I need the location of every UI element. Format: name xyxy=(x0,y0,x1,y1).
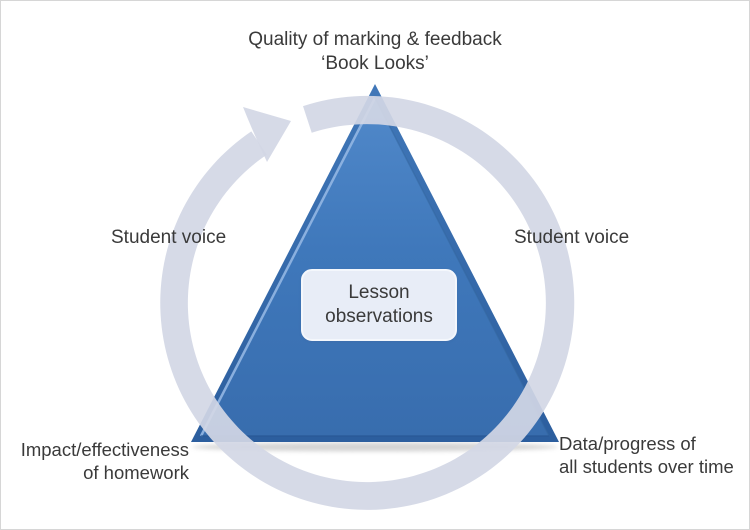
label-line: Data/progress of xyxy=(559,433,696,454)
label-line: Quality of marking & feedback xyxy=(248,29,502,50)
box-line: Lesson xyxy=(348,282,410,303)
pyramid-icon xyxy=(191,84,559,442)
label-line: of homework xyxy=(83,462,189,483)
label-student-voice-right: Student voice xyxy=(514,227,630,248)
label-data-progress: Data/progress of all students over time xyxy=(559,432,734,478)
label-impact-homework: Impact/effectiveness of homework xyxy=(7,438,189,484)
cycle-arrow-icon xyxy=(160,95,575,510)
box-line: observations xyxy=(325,306,433,327)
label-line: ‘Book Looks’ xyxy=(321,53,429,74)
lesson-observations-box: Lesson observations xyxy=(301,269,457,341)
pyramid-shadow xyxy=(192,442,558,452)
label-quality-of-marking: Quality of marking & feedback ‘Book Look… xyxy=(1,28,749,76)
label-line: Impact/effectiveness xyxy=(20,439,189,460)
label-student-voice-left: Student voice xyxy=(111,227,227,248)
label-line: all students over time xyxy=(559,456,734,477)
arrowhead xyxy=(243,107,291,162)
